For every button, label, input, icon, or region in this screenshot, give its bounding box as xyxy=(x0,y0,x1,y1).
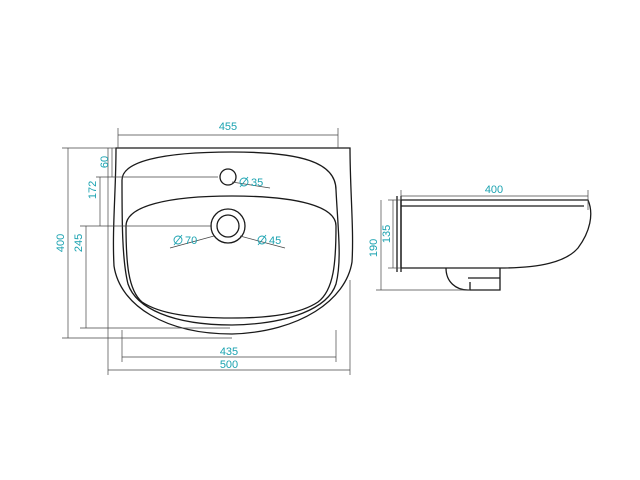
dim-front-435: 435 xyxy=(220,346,238,358)
front-dimension-lines xyxy=(62,128,351,375)
side-view xyxy=(396,196,592,291)
dim-side-135: 135 xyxy=(381,225,393,243)
dim-front-245: 245 xyxy=(73,234,85,252)
dim-diameter-35: 35 xyxy=(251,177,263,189)
side-dimension-lines xyxy=(376,190,589,291)
dim-diameter-70: 70 xyxy=(185,235,197,247)
diameter-symbol-icon xyxy=(173,235,183,245)
drain-neck xyxy=(445,267,501,291)
drain-inner xyxy=(216,214,240,238)
dim-front-455: 455 xyxy=(219,121,237,133)
dim-tap-hole-diameter: 35 xyxy=(239,176,263,189)
basin-outline xyxy=(112,147,354,335)
bowl-inner xyxy=(125,195,337,319)
tap-hole xyxy=(219,168,237,186)
dim-drain-inner-diameter: 45 xyxy=(257,234,281,247)
dim-front-172: 172 xyxy=(87,181,99,199)
dim-side-190: 190 xyxy=(368,239,380,257)
bowl-rim xyxy=(121,151,340,326)
side-profile xyxy=(400,199,592,269)
front-view xyxy=(112,147,354,335)
dim-front-60: 60 xyxy=(99,156,111,168)
diameter-symbol-icon xyxy=(239,177,249,187)
diameter-symbol-icon xyxy=(257,235,267,245)
drain-outer xyxy=(210,208,246,244)
dim-diameter-45: 45 xyxy=(269,235,281,247)
dim-front-500: 500 xyxy=(220,359,238,371)
dim-drain-outer-diameter: 70 xyxy=(173,234,197,247)
dim-front-400: 400 xyxy=(55,234,67,252)
dim-side-400: 400 xyxy=(485,184,503,196)
